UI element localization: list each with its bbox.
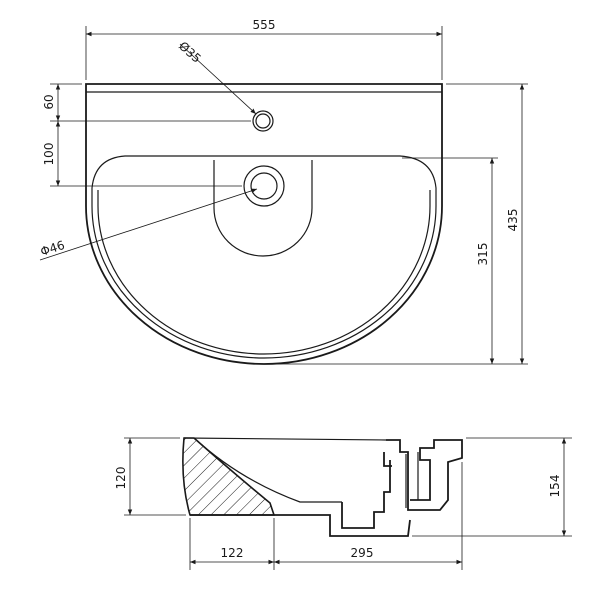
section-view: 120 154 122 295 bbox=[114, 437, 572, 570]
front-wall-section bbox=[182, 437, 276, 516]
base-profile bbox=[190, 514, 411, 537]
bowl-profile bbox=[183, 437, 387, 503]
overall-height-label: 154 bbox=[548, 475, 562, 498]
drain-hole-outer bbox=[243, 165, 285, 207]
bowl-inner-edge bbox=[97, 190, 431, 355]
drain-offset-label: 100 bbox=[42, 143, 56, 166]
overflow-channel bbox=[213, 160, 313, 257]
top-view: 555 Ø35 60 100 Φ46 315 435 bbox=[39, 18, 528, 365]
total-depth-label: 435 bbox=[506, 209, 520, 232]
drain-diameter-label: Φ46 bbox=[39, 238, 67, 259]
tap-hole-inner bbox=[255, 113, 271, 129]
bowl-rim bbox=[91, 155, 437, 359]
drain-outlet bbox=[341, 452, 392, 529]
tap-hole bbox=[252, 110, 274, 132]
basin-outer-outline bbox=[85, 83, 443, 365]
rear-depth-label: 295 bbox=[351, 546, 374, 560]
section-height-label: 120 bbox=[114, 467, 128, 490]
bowl-depth-label: 315 bbox=[476, 243, 490, 266]
tap-hole-leader bbox=[179, 43, 257, 115]
tap-offset-label: 60 bbox=[42, 94, 56, 109]
rear-wall-section bbox=[386, 439, 463, 511]
drain-hole-inner bbox=[250, 172, 278, 200]
drain-leader bbox=[39, 188, 258, 261]
front-depth-label: 122 bbox=[221, 546, 244, 560]
width-label: 555 bbox=[253, 18, 276, 32]
